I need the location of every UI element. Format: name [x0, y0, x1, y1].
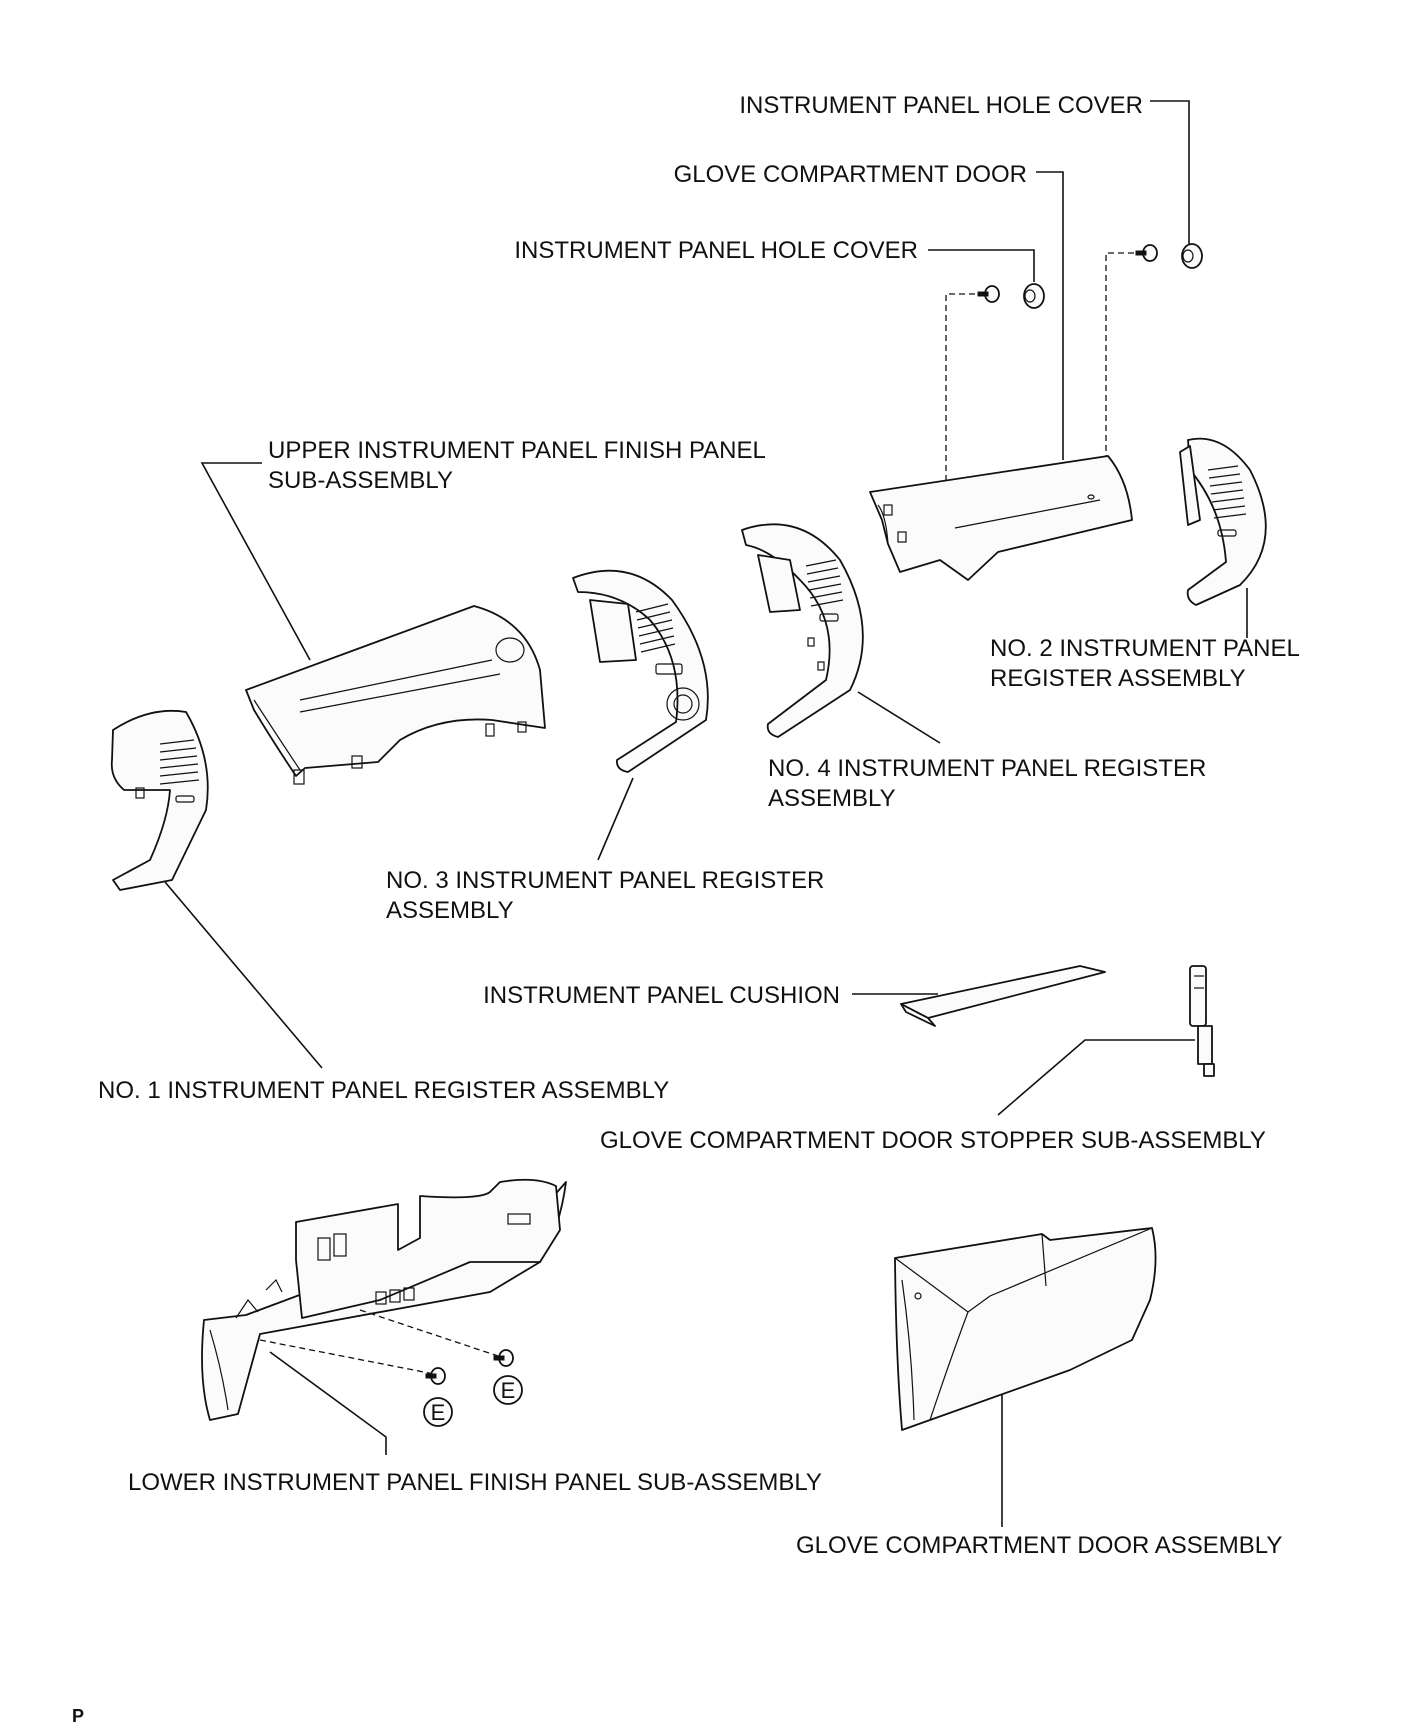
dashed-guide-lower-2 [359, 1309, 499, 1357]
no4-register-part [741, 523, 864, 738]
no1-vent-grille [159, 739, 200, 785]
leader-lower-finish-panel [269, 1351, 387, 1455]
glove-compartment-door-part [869, 455, 1133, 581]
label-no2-register-line2: REGISTER ASSEMBLY [990, 665, 1246, 692]
leader-door-stopper [997, 1039, 1195, 1116]
screw-lower-2-icon [493, 1349, 514, 1367]
page-mark: P [72, 1706, 84, 1726]
label-upper-finish-panel-line2: SUB-ASSEMBLY [268, 467, 453, 494]
no2-register-part [1179, 437, 1267, 606]
instrument-panel-cushion-part [900, 965, 1106, 1027]
clip-code-e-2-text: E [501, 1378, 516, 1403]
label-lower-finish-panel: LOWER INSTRUMENT PANEL FINISH PANEL SUB-… [128, 1469, 822, 1496]
leader-no4-register [857, 691, 941, 744]
screw-mid-icon [977, 285, 1000, 303]
glove-door-assembly-part [894, 1227, 1157, 1431]
screw-top-icon [1135, 244, 1158, 262]
door-stopper-part [1189, 965, 1215, 1077]
label-glove-door-assembly: GLOVE COMPARTMENT DOOR ASSEMBLY [796, 1532, 1282, 1559]
hole-cover-mid-part [1023, 283, 1045, 309]
label-no4-register-line1: NO. 4 INSTRUMENT PANEL REGISTER [768, 755, 1206, 782]
label-hole-cover-mid: INSTRUMENT PANEL HOLE COVER [514, 237, 918, 264]
no3-vent-grille [635, 603, 676, 653]
dashed-guide-top [1092, 252, 1134, 496]
clip-code-e-1-icon: E [423, 1397, 453, 1427]
leader-upper-finish-panel [200, 462, 311, 661]
upper-finish-panel-part [245, 605, 546, 785]
label-no3-register-line2: ASSEMBLY [386, 897, 514, 924]
clip-code-e-1-text: E [431, 1400, 446, 1425]
label-no4-register-line2: ASSEMBLY [768, 785, 896, 812]
leader-lines [164, 100, 1248, 1527]
label-instrument-panel-cushion: INSTRUMENT PANEL CUSHION [483, 982, 840, 1009]
label-no3-register-line1: NO. 3 INSTRUMENT PANEL REGISTER [386, 867, 824, 894]
label-no1-register: NO. 1 INSTRUMENT PANEL REGISTER ASSEMBLY [98, 1077, 669, 1104]
leader-glove-compartment-door [1036, 171, 1064, 460]
lower-fasteners: E E [259, 1309, 523, 1427]
no4-vent-grille [805, 559, 844, 607]
clip-code-e-2-icon: E [493, 1375, 523, 1405]
leader-hole-cover-mid [928, 249, 1035, 282]
no2-vent-grille [1207, 465, 1247, 519]
lower-finish-panel-part [201, 1178, 567, 1421]
no1-register-part [110, 709, 209, 891]
hole-cover-top-part [1181, 243, 1203, 269]
label-no2-register-line1: NO. 2 INSTRUMENT PANEL [990, 635, 1300, 662]
leader-no3-register [597, 777, 634, 861]
screw-lower-1-icon [425, 1367, 446, 1385]
label-hole-cover-top: INSTRUMENT PANEL HOLE COVER [739, 92, 1143, 119]
dashed-guide-lower-1 [259, 1339, 435, 1375]
leader-hole-cover-top [1150, 100, 1190, 245]
label-glove-compartment-door: GLOVE COMPARTMENT DOOR [674, 161, 1027, 188]
label-door-stopper: GLOVE COMPARTMENT DOOR STOPPER SUB-ASSEM… [600, 1127, 1266, 1154]
leader-no1-register [164, 881, 323, 1069]
no3-register-part [572, 569, 709, 773]
label-upper-finish-panel-line1: UPPER INSTRUMENT PANEL FINISH PANEL [268, 437, 766, 464]
